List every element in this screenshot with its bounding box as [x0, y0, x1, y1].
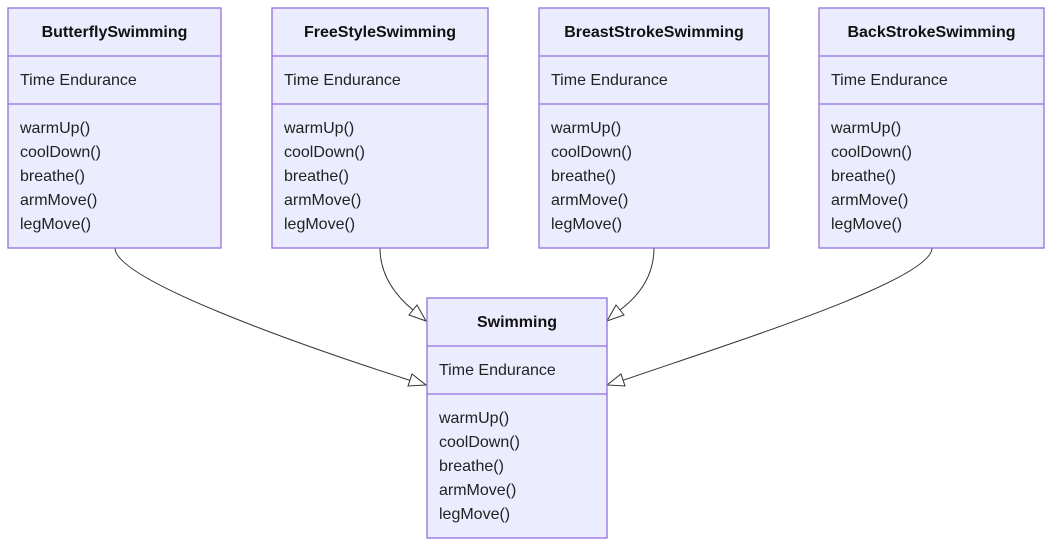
inheritance-arrowhead-backstroke — [605, 373, 626, 387]
class-method: breathe() — [20, 168, 85, 185]
class-method: armMove() — [831, 192, 908, 209]
class-box-freestyle-swimming[interactable]: FreeStyleSwimming Time Endurance warmUp(… — [271, 7, 489, 249]
class-box-swimming[interactable]: Swimming Time Endurance warmUp() coolDow… — [426, 297, 608, 539]
class-method: warmUp() — [283, 120, 354, 137]
class-box-backstroke-swimming[interactable]: BackStrokeSwimming Time Endurance warmUp… — [818, 7, 1045, 249]
class-method: armMove() — [284, 192, 361, 209]
class-method: legMove() — [20, 216, 91, 233]
class-method: armMove() — [551, 192, 628, 209]
class-method: warmUp() — [830, 120, 901, 137]
class-attribute: Time Endurance — [551, 72, 668, 89]
class-method: legMove() — [831, 216, 902, 233]
class-attribute: Time Endurance — [439, 362, 556, 379]
class-name: FreeStyleSwimming — [304, 24, 456, 41]
class-method: armMove() — [20, 192, 97, 209]
inheritance-arrowhead-butterfly — [407, 373, 428, 387]
edge-backstroke-to-swimming — [620, 247, 933, 382]
class-method: warmUp() — [438, 410, 509, 427]
edge-butterfly-to-swimming — [114, 247, 413, 382]
class-attribute: Time Endurance — [831, 72, 948, 89]
class-method: breathe() — [439, 458, 504, 475]
class-name: BackStrokeSwimming — [847, 24, 1015, 41]
class-method: coolDown() — [551, 144, 632, 161]
class-box-butterfly-swimming[interactable]: ButterflySwimming Time Endurance warmUp(… — [7, 7, 222, 249]
class-method: warmUp() — [550, 120, 621, 137]
class-method: legMove() — [284, 216, 355, 233]
class-method: breathe() — [831, 168, 896, 185]
inheritance-arrowhead-breaststroke — [605, 304, 625, 322]
class-method: coolDown() — [284, 144, 365, 161]
class-method: breathe() — [284, 168, 349, 185]
class-method: coolDown() — [831, 144, 912, 161]
class-name: Swimming — [477, 314, 557, 331]
class-name: ButterflySwimming — [42, 24, 188, 41]
inheritance-edges — [114, 247, 933, 387]
edge-breaststroke-to-swimming — [619, 247, 655, 311]
class-method: coolDown() — [20, 144, 101, 161]
class-attribute: Time Endurance — [284, 72, 401, 89]
class-method: coolDown() — [439, 434, 520, 451]
class-method: breathe() — [551, 168, 616, 185]
class-method: legMove() — [439, 506, 510, 523]
class-method: warmUp() — [19, 120, 90, 137]
class-method: armMove() — [439, 482, 516, 499]
edge-freestyle-to-swimming — [379, 247, 414, 311]
inheritance-arrowhead-freestyle — [408, 304, 428, 322]
class-box-breaststroke-swimming[interactable]: BreastStrokeSwimming Time Endurance warm… — [538, 7, 770, 249]
class-method: legMove() — [551, 216, 622, 233]
class-name: BreastStrokeSwimming — [564, 24, 744, 41]
class-attribute: Time Endurance — [20, 72, 137, 89]
